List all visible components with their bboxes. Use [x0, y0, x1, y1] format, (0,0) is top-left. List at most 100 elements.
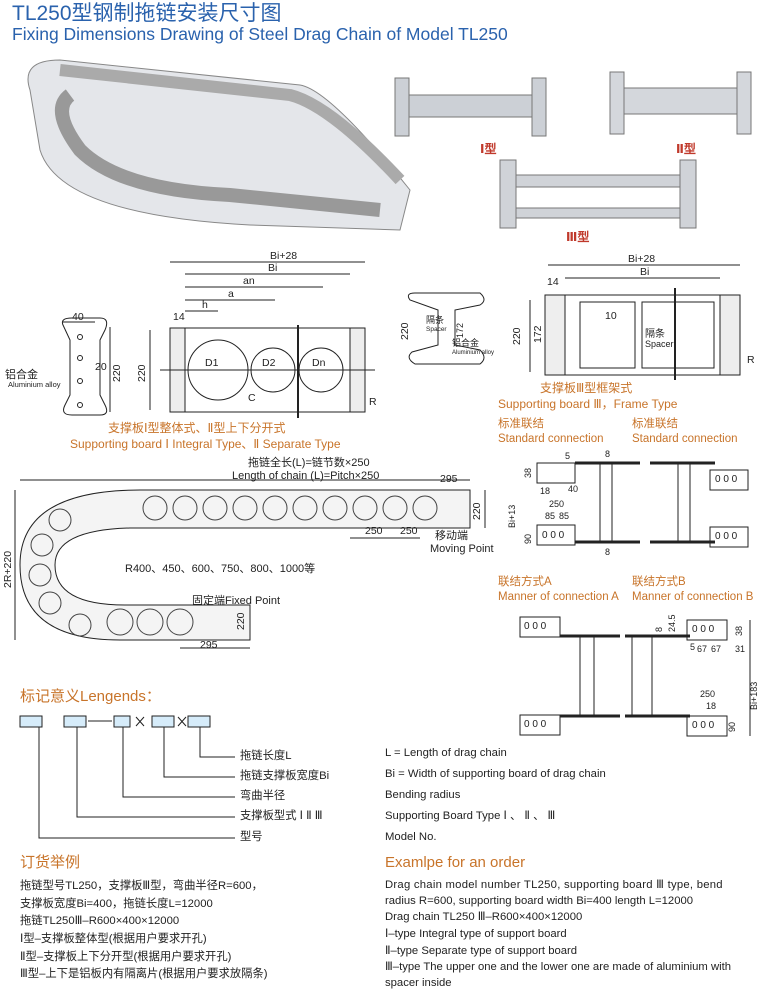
ibeam-profile	[407, 292, 485, 365]
type1-photo	[394, 77, 547, 137]
frame3-caption-cn: 支撑板Ⅲ型框架式	[540, 381, 633, 395]
dim-dn: Dn	[312, 357, 326, 369]
dim-r: R	[369, 396, 377, 408]
dim-d1: D1	[205, 357, 219, 369]
holes: 0 0 0	[524, 621, 547, 632]
spacer-en: Spacer	[645, 339, 674, 349]
dim-18: 18	[706, 701, 717, 711]
order-en-line: radius R=600, supporting board width Bi=…	[385, 895, 694, 907]
dim-10: 10	[605, 310, 617, 322]
order-en-line: spacer inside	[385, 977, 452, 989]
type1-label: Ⅰ型	[480, 142, 497, 156]
type2-photo	[609, 71, 752, 135]
dim-38: 38	[734, 625, 744, 636]
profile-material-cn: 铝合金	[452, 338, 480, 348]
dim-8: 8	[654, 626, 664, 632]
moving-point-en: Moving Point	[430, 543, 494, 555]
conn-drawings	[519, 616, 751, 737]
holes: 0 0 0	[692, 624, 715, 635]
dim-250: 250	[365, 525, 383, 537]
legend-cn: 型号	[240, 831, 263, 843]
dim-24-5: 24.5	[667, 614, 677, 632]
order-cn-line: 拖链型号TL250，支撑板Ⅲ型，弯曲半径R=600，	[20, 880, 263, 892]
std-conn-cn-2: 标准联结	[632, 418, 678, 430]
conn-b-cn: 联结方式B	[632, 576, 686, 588]
order-cn-line: Ⅰ型–支撑板整体型(根据用户要求开孔)	[20, 933, 207, 945]
type3-label: Ⅲ型	[566, 230, 590, 244]
dim-bi: Bi	[268, 262, 278, 274]
dim-67: 67	[697, 644, 708, 654]
dim-h: h	[202, 299, 208, 311]
fixed-point: 固定端Fixed Point	[192, 595, 281, 607]
order-cn-line: Ⅲ型–上下是铝板内有隔离片(根据用户要求放隔条)	[20, 968, 268, 980]
profile-220: 220	[399, 322, 411, 340]
profile-material-en: Aluminium alloy	[452, 350, 495, 356]
std-conn-en: Standard connection	[498, 433, 604, 445]
frame1-caption-cn: 支撑板Ⅰ型整体式、Ⅱ型上下分开式	[108, 421, 286, 435]
type2-label: Ⅱ型	[676, 142, 696, 156]
dim-220: 220	[111, 364, 123, 382]
dim-8: 8	[605, 449, 611, 459]
legend-en: Model No.	[385, 831, 437, 843]
material-cn: 铝合金	[5, 369, 38, 381]
order-cn-line: 支撑板宽度Bi=400，拖链长度L=12000	[20, 898, 213, 910]
dim-85: 85	[559, 511, 570, 521]
chain-layout-drawing	[14, 479, 486, 649]
conn-b-en: Manner of connection B	[632, 591, 754, 603]
dim-d2: D2	[262, 357, 276, 369]
profile-spacer-cn: 隔条	[426, 315, 445, 325]
conn-a-cn: 联结方式A	[498, 576, 552, 588]
dim-40: 40	[72, 311, 84, 323]
frame1-caption-en: Supporting board Ⅰ Integral Type、Ⅱ Separ…	[70, 437, 341, 451]
dim-90: 90	[727, 721, 737, 732]
material-en: Aluminium alloy	[8, 380, 61, 389]
legends-heading: 标记意义Lengends：	[20, 688, 161, 705]
profile-172: 172	[455, 322, 465, 338]
holes: 0 0 0	[524, 719, 547, 730]
order-cn-heading: 订货举例	[20, 854, 81, 871]
legend-diagram	[19, 715, 235, 839]
dim-c: C	[248, 392, 256, 404]
dim-20: 20	[95, 361, 107, 373]
dim-250: 250	[700, 689, 716, 699]
title-cn: TL250型钢制拖链安装尺寸图	[12, 2, 282, 25]
legend-cn: 拖链支撑板宽度Bi	[240, 770, 330, 782]
dim-2r220: 2R+220	[2, 550, 14, 588]
order-en-line: Ⅰ–type Integral type of support board	[385, 928, 567, 940]
dim-220: 220	[471, 502, 483, 520]
dim-a: a	[228, 288, 234, 300]
legend-cn: 弯曲半径	[240, 790, 286, 802]
chain-photo	[27, 59, 411, 231]
dim-18: 18	[540, 486, 551, 496]
spacer-cn: 隔条	[645, 329, 665, 340]
dim-250: 250	[400, 525, 418, 537]
dim-bi28: Bi+28	[270, 250, 298, 262]
dim-220: 220	[235, 612, 247, 630]
type3-photo	[499, 159, 697, 229]
board-profile	[61, 317, 108, 416]
title-en: Fixing Dimensions Drawing of Steel Drag …	[12, 24, 508, 44]
dim-38: 38	[523, 467, 533, 478]
profile-spacer-en: Spacer	[426, 326, 447, 333]
dim-5: 5	[690, 642, 696, 652]
dim-40: 40	[568, 484, 579, 494]
dim-bi183: Bi+183	[749, 681, 759, 710]
legend-cn: 支撑板型式 Ⅰ Ⅱ Ⅲ	[240, 810, 323, 822]
chain-length-en: Length of chain (L)=Pitch×250	[232, 470, 380, 482]
moving-point-cn: 移动端	[435, 530, 468, 542]
dim-250: 250	[549, 499, 565, 509]
holes: 0 0 0	[542, 530, 565, 541]
dim-295: 295	[200, 639, 218, 651]
dim-295: 295	[440, 473, 458, 485]
frame3-caption-en: Supporting board Ⅲ，Frame Type	[498, 397, 678, 411]
std-conn-cn: 标准联结	[498, 418, 544, 430]
order-en-line: Drag chain model number TL250, supportin…	[385, 879, 723, 891]
dim-14: 14	[173, 311, 185, 323]
dim-31: 31	[735, 644, 746, 654]
dim-172: 172	[532, 325, 544, 343]
legend-en: Supporting Board Type Ⅰ 、 Ⅱ 、 Ⅲ	[385, 810, 556, 822]
dim-8: 8	[605, 547, 611, 557]
order-cn-line: 拖链TL250Ⅲ–R600×400×12000	[20, 915, 180, 927]
order-en-heading: Examlpe for an order	[385, 854, 526, 871]
